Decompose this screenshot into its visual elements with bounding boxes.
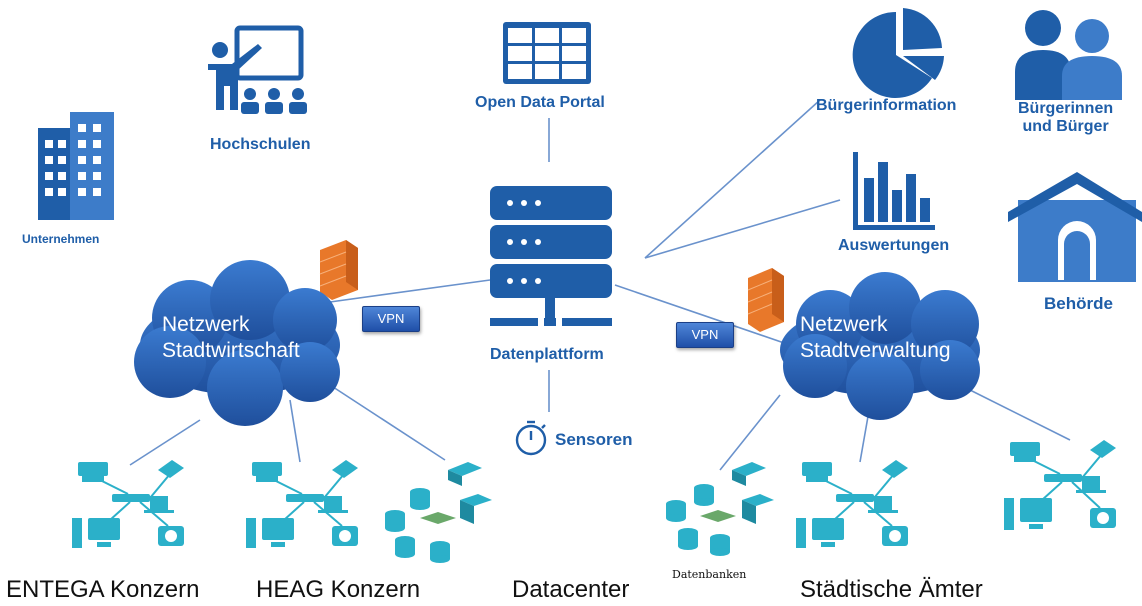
staedtische-aemter-label: Städtische Ämter (800, 576, 983, 603)
presentation-icon (208, 25, 307, 114)
netzwerk-sv-line2: Stadtverwaltung (800, 339, 951, 362)
datenplattform-label: Datenplattform (490, 346, 604, 363)
netzwerk-sw-line2: Stadtwirtschaft (162, 339, 300, 362)
sensoren-label: Sensoren (555, 430, 633, 449)
netzwerk-stadtwirtschaft-label: Netzwerk Stadtwirtschaft (162, 312, 300, 364)
database-cluster-datacenter (385, 462, 492, 563)
buergerinformation-label: Bürgerinformation (816, 97, 957, 114)
server-icon (490, 186, 612, 326)
buergerinnen-label-line1: Bürgerinnen (1018, 100, 1114, 117)
firewall-icon (319, 240, 358, 300)
buergerinnen-label: Bürgerinnen und Bürger (1018, 100, 1113, 136)
auswertungen-label: Auswertungen (838, 237, 950, 254)
open-data-portal-label: Open Data Portal (475, 94, 605, 111)
behoerde-label: Behörde (1044, 294, 1113, 313)
building-icon (38, 112, 114, 220)
netzwerk-stadtverwaltung-label: Netzwerk Stadtverwaltung (800, 312, 951, 364)
people-icon (1015, 10, 1122, 100)
entega-label: ENTEGA Konzern (6, 576, 200, 603)
bar-chart-icon (853, 152, 935, 230)
vpn-badge-left: VPN (362, 306, 420, 332)
netzwerk-sw-line1: Netzwerk (162, 313, 250, 336)
vpn-badge-right: VPN (676, 322, 734, 348)
stopwatch-icon (515, 420, 547, 456)
device-cluster-entega (72, 460, 184, 548)
house-icon (1008, 172, 1142, 282)
hochschulen-label: Hochschulen (210, 136, 311, 153)
table-icon (503, 22, 591, 84)
device-cluster-far-right (1004, 440, 1116, 530)
database-cluster-datenbanken (666, 462, 774, 556)
heag-label: HEAG Konzern (256, 576, 421, 603)
cloud-stadtwirtschaft (134, 260, 340, 426)
pie-chart-icon (852, 8, 944, 98)
datacenter-label: Datacenter (512, 576, 630, 603)
firewall-icon (747, 268, 784, 332)
netzwerk-sv-line1: Netzwerk (800, 313, 888, 336)
datenbanken-label: Datenbanken (672, 568, 747, 581)
unternehmen-label: Unternehmen (22, 232, 100, 246)
cloud-stadtverwaltung (780, 272, 980, 420)
device-cluster-heag (246, 460, 358, 548)
buergerinnen-label-line2: und Bürger (1022, 118, 1109, 135)
device-cluster-aemter (796, 460, 908, 548)
